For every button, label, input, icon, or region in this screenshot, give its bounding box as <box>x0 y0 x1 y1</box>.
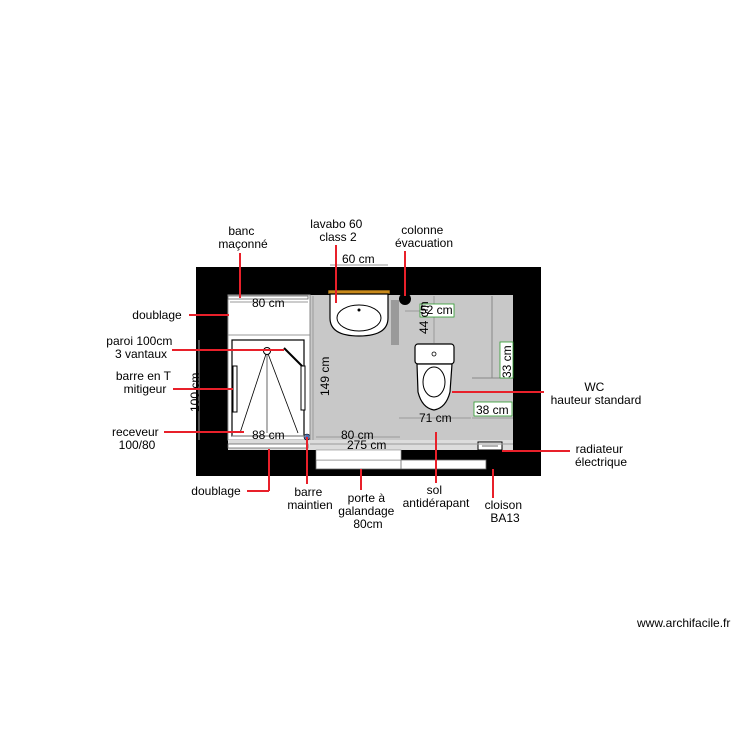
label-doublage-top: doublage <box>132 308 182 322</box>
dim-box-side <box>499 341 514 379</box>
dim-shower-w: 88 cm <box>252 428 285 442</box>
label-banc-2: maçonné <box>218 237 268 251</box>
label-cloison-1: cloison <box>485 498 522 512</box>
dim-wc-side: 33 cm <box>500 345 514 378</box>
dim-shower-h: 100 cm <box>188 373 202 412</box>
label-radiateur-1: radiateur <box>576 442 623 456</box>
label-barre-t: barre en T mitigeur <box>116 369 174 396</box>
dim-wc-depth: 71 cm <box>419 411 452 425</box>
label-colonne-1: colonne <box>401 223 443 237</box>
label-receveur-2: 100/80 <box>119 438 156 452</box>
mixer-bar <box>232 365 238 413</box>
tray-diag-2 <box>266 350 299 434</box>
label-sol-1: sol <box>427 483 442 497</box>
label-lavabo: lavabo 60 class 2 <box>310 217 365 244</box>
evacuation-column-icon <box>399 293 411 305</box>
dim-door: 80 cm <box>341 428 374 442</box>
shower-door-leaf <box>300 365 306 411</box>
label-porte-3: 80cm <box>353 517 382 531</box>
label-porte: porte à galandage 80cm <box>338 491 397 531</box>
label-cloison-2: BA13 <box>490 511 520 525</box>
label-wc: WC hauteur standard <box>551 380 642 407</box>
label-paroi-1: paroi 100cm <box>106 334 172 348</box>
label-sol: sol antidérapant <box>403 483 470 510</box>
label-porte-1: porte à <box>348 491 386 505</box>
label-banc-1: banc <box>228 224 254 238</box>
dim-box-offset <box>419 303 455 318</box>
label-barre-maintien-1: barre <box>294 485 322 499</box>
tray-diag-1 <box>239 350 268 434</box>
label-porte-2: galandage <box>338 504 394 518</box>
evacuation-pipe <box>391 300 399 345</box>
label-lavabo-2: class 2 <box>319 230 357 244</box>
dim-lavabo: 60 cm <box>342 252 375 266</box>
label-radiateur-2: électrique <box>575 455 627 469</box>
label-barre-t-1: barre en T <box>116 369 172 383</box>
door-opening <box>315 449 402 461</box>
dim-box-side-2 <box>473 401 513 417</box>
label-barre-maintien: barre maintien <box>287 485 332 512</box>
label-banc: banc maçonné <box>218 224 268 251</box>
sink-drain-icon <box>357 308 361 312</box>
label-doublage-bottom-1: doublage <box>191 484 241 498</box>
dim-room-h: 149 cm <box>318 357 332 396</box>
label-wc-1: WC <box>584 380 604 394</box>
label-receveur: receveur 100/80 <box>112 425 162 452</box>
credit-link[interactable]: www.archifacile.fr <box>637 616 731 630</box>
dim-wc-top: 44 cm <box>417 301 431 334</box>
label-colonne-2: évacuation <box>395 236 453 250</box>
floor-strip <box>228 440 513 450</box>
dim-wc-side-2: 38 cm <box>476 403 509 417</box>
label-paroi: paroi 100cm 3 vantaux <box>106 334 175 361</box>
label-radiateur: radiateur électrique <box>575 442 627 469</box>
label-paroi-2: 3 vantaux <box>115 347 167 361</box>
label-sol-2: antidérapant <box>403 496 470 510</box>
dim-offset: 52 cm <box>420 303 453 317</box>
label-barre-maintien-2: maintien <box>287 498 332 512</box>
wc-seat <box>422 366 446 398</box>
callout-lines <box>164 245 570 498</box>
dim-banc: 80 cm <box>252 296 285 310</box>
sink-bowl <box>336 304 382 332</box>
doublage-panel <box>227 295 309 300</box>
wc-flush-icon <box>431 351 437 357</box>
label-barre-t-2: mitigeur <box>124 382 167 396</box>
doublage-panel-bottom <box>227 443 309 449</box>
dim-room-w: 275 cm <box>347 438 386 452</box>
label-cloison: cloison BA13 <box>485 498 526 525</box>
shower-glass-panel <box>283 347 305 369</box>
label-lavabo-1: lavabo 60 <box>310 217 362 231</box>
label-wc-2: hauteur standard <box>551 393 642 407</box>
label-doublage-bottom: doublage <box>191 484 241 498</box>
label-receveur-1: receveur <box>112 425 159 439</box>
label-colonne: colonne évacuation <box>395 223 453 250</box>
label-doublage-top-1: doublage <box>132 308 182 322</box>
